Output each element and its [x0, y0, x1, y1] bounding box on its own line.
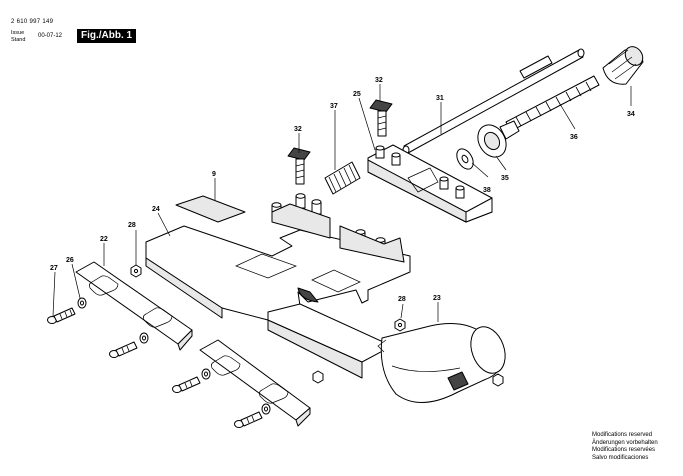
issue-label-de: Stand — [11, 37, 26, 43]
issue-label: Issue Stand — [11, 30, 25, 44]
label-26: 26 — [66, 257, 74, 264]
label-22: 22 — [100, 236, 108, 243]
part-27-screw-c — [172, 376, 201, 393]
note-de: Änderungen vorbehalten — [592, 439, 658, 446]
part-23-dust-hood — [377, 323, 506, 403]
label-34: 34 — [627, 111, 635, 118]
part-26-washer-a — [77, 297, 87, 309]
part-31-rod-end — [519, 55, 553, 79]
part-28-nut-right — [394, 318, 406, 332]
nut-base — [312, 370, 324, 384]
part-37-spring — [324, 161, 361, 195]
part-22-plate-right — [199, 339, 311, 427]
part-22-plate-left — [75, 261, 193, 351]
part-27-screw-a — [47, 307, 76, 324]
modification-notes: Modifications reserved Änderungen vorbeh… — [592, 432, 658, 462]
leader-lines — [52, 84, 632, 322]
part-32-wing-screw-lower — [287, 147, 311, 185]
label-32-upper: 32 — [375, 77, 383, 84]
part-26-washer-c — [201, 368, 211, 380]
note-fr: Modifications reservées — [592, 447, 656, 453]
label-28-right: 28 — [398, 296, 406, 303]
label-37: 37 — [330, 103, 338, 110]
label-32-lower: 32 — [294, 126, 302, 133]
label-9: 9 — [212, 171, 216, 178]
label-31: 31 — [436, 95, 444, 102]
part-28-nut-left — [130, 264, 142, 278]
label-38: 38 — [483, 187, 491, 194]
part-38-washer — [456, 148, 474, 170]
part-27-screw-d — [234, 411, 263, 428]
part-25-clamp-block — [367, 144, 493, 223]
part-number-labels: 9 22 23 24 25 26 27 28 28 31 32 32 34 35… — [50, 77, 635, 303]
nut-hood — [492, 373, 504, 387]
part-27-screw-b — [109, 341, 138, 358]
part-26-washer-d — [261, 403, 271, 415]
label-24: 24 — [152, 206, 160, 213]
document-number: 2 610 997 149 — [11, 19, 54, 25]
label-27: 27 — [50, 265, 58, 272]
label-25: 25 — [353, 91, 361, 98]
note-es: Salvo modificaciones — [592, 454, 649, 461]
part-36-threaded-rod — [505, 75, 600, 132]
part-24-guide-base — [145, 193, 411, 379]
label-28-left: 28 — [128, 222, 136, 229]
part-32-wing-screw-upper — [369, 99, 393, 137]
label-23: 23 — [433, 295, 441, 302]
part-9-label — [175, 195, 246, 223]
label-36: 36 — [570, 134, 578, 141]
part-35-nut — [477, 120, 520, 158]
issue-label-en: Issue — [11, 30, 25, 36]
issue-date: 00-07-12 — [38, 33, 63, 39]
label-35: 35 — [501, 175, 509, 182]
figure-label: Fig./Abb. 1 — [77, 29, 137, 43]
part-34-knob — [602, 46, 644, 85]
part-26-washer-b — [139, 332, 149, 344]
note-en: Modifications reserved — [592, 432, 653, 438]
